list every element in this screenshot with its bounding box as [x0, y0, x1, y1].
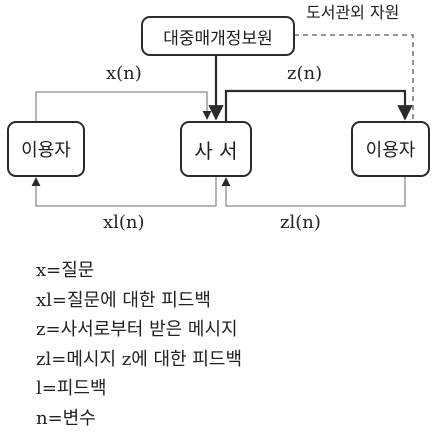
legend-item: l=피드백 — [36, 378, 107, 399]
legend-list: x=질문 xl=질문에 대한 피드백 z=사서로부터 받은 메시지 zl=메시지… — [36, 256, 242, 433]
left-user-label: 이용자 — [21, 140, 71, 161]
left-user-box: 이용자 — [7, 121, 85, 177]
zl-n-label: zl(n) — [280, 212, 321, 233]
legend-item: xl=질문에 대한 피드백 — [36, 289, 211, 311]
legend-item: zl=메시지 z에 대한 피드백 — [36, 348, 243, 370]
library-resources-label: 도서관외 자원 — [306, 3, 400, 22]
z-n-message-line — [224, 89, 413, 121]
library-resources-dashed-line — [294, 34, 414, 121]
zl-n-feedback-line — [221, 177, 406, 207]
x-n-label: x(n) — [106, 63, 142, 84]
librarian-box: 사 서 — [180, 121, 252, 177]
x-n-question-line — [35, 91, 212, 121]
z-n-label: z(n) — [287, 63, 323, 84]
right-user-box: 이용자 — [351, 121, 430, 177]
librarian-label: 사 서 — [194, 138, 238, 163]
legend-item: n=변수 — [36, 407, 96, 429]
right-user-label: 이용자 — [365, 140, 416, 161]
mass-media-source-box: 대중매개정보원 — [141, 16, 295, 56]
mass-media-source-label: 대중매개정보원 — [163, 28, 273, 49]
xl-n-feedback-line — [31, 177, 217, 207]
legend-item: z=사서로부터 받은 메시지 — [36, 319, 238, 340]
legend-item: x=질문 — [36, 260, 95, 281]
xl-n-label: xl(n) — [103, 212, 145, 233]
